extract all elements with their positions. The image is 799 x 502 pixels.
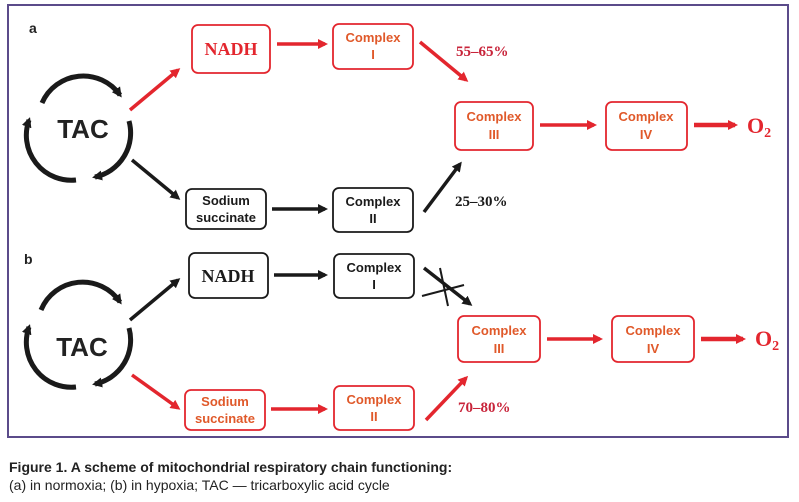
complex-1-line1-a: Complex xyxy=(346,30,402,45)
figure-caption: Figure 1. A scheme of mitochondrial resp… xyxy=(9,458,789,494)
arrow-tac-nadh-a xyxy=(128,68,181,112)
arrow-tac-nadh-b xyxy=(128,278,181,322)
tac-cycle-a: TAC xyxy=(21,73,134,183)
arrow-tac-succinate-a xyxy=(130,158,181,200)
nadh-box-a: NADH xyxy=(191,24,271,74)
succinate-box-b: Sodium succinate xyxy=(184,389,266,431)
complex-2-line1-b: Complex xyxy=(347,392,403,407)
complex-2-box-b: Complex II xyxy=(333,385,415,431)
nadh-label-b: NADH xyxy=(202,266,255,286)
complex-3-line2-b: III xyxy=(494,341,505,356)
pct-succinate-b: 70–80% xyxy=(458,400,511,416)
complex-4-box-a: Complex IV xyxy=(605,101,688,151)
block-cross-line1 xyxy=(421,284,465,297)
block-cross-line2 xyxy=(439,267,449,307)
panel-b-label: b xyxy=(24,251,33,267)
complex-3-box-a: Complex III xyxy=(454,101,534,151)
tac-cycle-b: TAC xyxy=(21,279,134,390)
arrow-c2-c3-a xyxy=(422,161,462,214)
succinate-line2-a: succinate xyxy=(196,210,256,225)
panel-b: b TAC NADH Sodium succinate Complex xyxy=(21,251,779,431)
complex-3-line2-a: III xyxy=(489,127,500,142)
nadh-label-a: NADH xyxy=(205,39,258,59)
complex-2-box-a: Complex II xyxy=(332,187,414,233)
complex-4-box-b: Complex IV xyxy=(611,315,695,363)
complex-4-line1-b: Complex xyxy=(626,323,682,338)
caption-text: (a) in normoxia; (b) in hypoxia; TAC — t… xyxy=(9,477,390,493)
pct-nadh-a: 55–65% xyxy=(456,44,509,60)
complex-4-line2-a: IV xyxy=(640,127,653,142)
complex-1-box-a: Complex I xyxy=(332,23,414,70)
succinate-box-a: Sodium succinate xyxy=(185,188,267,230)
nadh-box-b: NADH xyxy=(188,252,269,299)
o2-label-a: O2 xyxy=(747,113,771,141)
complex-2-line1-a: Complex xyxy=(346,194,402,209)
complex-3-line1-a: Complex xyxy=(467,109,523,124)
complex-2-line2-a: II xyxy=(369,211,376,226)
tac-label-a: TAC xyxy=(57,114,109,144)
complex-4-line1-a: Complex xyxy=(619,109,675,124)
complex-3-box-b: Complex III xyxy=(457,315,541,363)
tac-label-b: TAC xyxy=(56,332,108,362)
panel-a-label: a xyxy=(29,20,37,36)
complex-4-line2-b: IV xyxy=(647,341,660,356)
succinate-line1-b: Sodium xyxy=(201,394,249,409)
respiratory-chain-diagram: a TAC NADH Sodium succinate Complex xyxy=(21,20,779,431)
complex-2-line2-b: II xyxy=(370,409,377,424)
complex-3-line1-b: Complex xyxy=(472,323,528,338)
arrow-tac-succinate-b xyxy=(130,373,181,410)
complex-1-line2-b: I xyxy=(372,277,376,292)
succinate-line1-a: Sodium xyxy=(202,193,250,208)
figure-frame xyxy=(7,4,789,438)
pct-succinate-a: 25–30% xyxy=(455,194,508,210)
panel-a: a TAC NADH Sodium succinate Complex xyxy=(21,20,771,233)
complex-1-box-b: Complex I xyxy=(333,253,415,299)
arrow-c1-c3-a xyxy=(418,40,469,82)
arrow-c1-c3-b-blocked xyxy=(422,266,473,306)
complex-1-line1-b: Complex xyxy=(347,260,403,275)
succinate-line2-b: succinate xyxy=(195,411,255,426)
caption-title: Figure 1. A scheme of mitochondrial resp… xyxy=(9,459,453,475)
o2-label-b: O2 xyxy=(755,326,779,354)
arrow-c2-c3-b xyxy=(424,375,469,422)
complex-1-line2-a: I xyxy=(371,47,375,62)
